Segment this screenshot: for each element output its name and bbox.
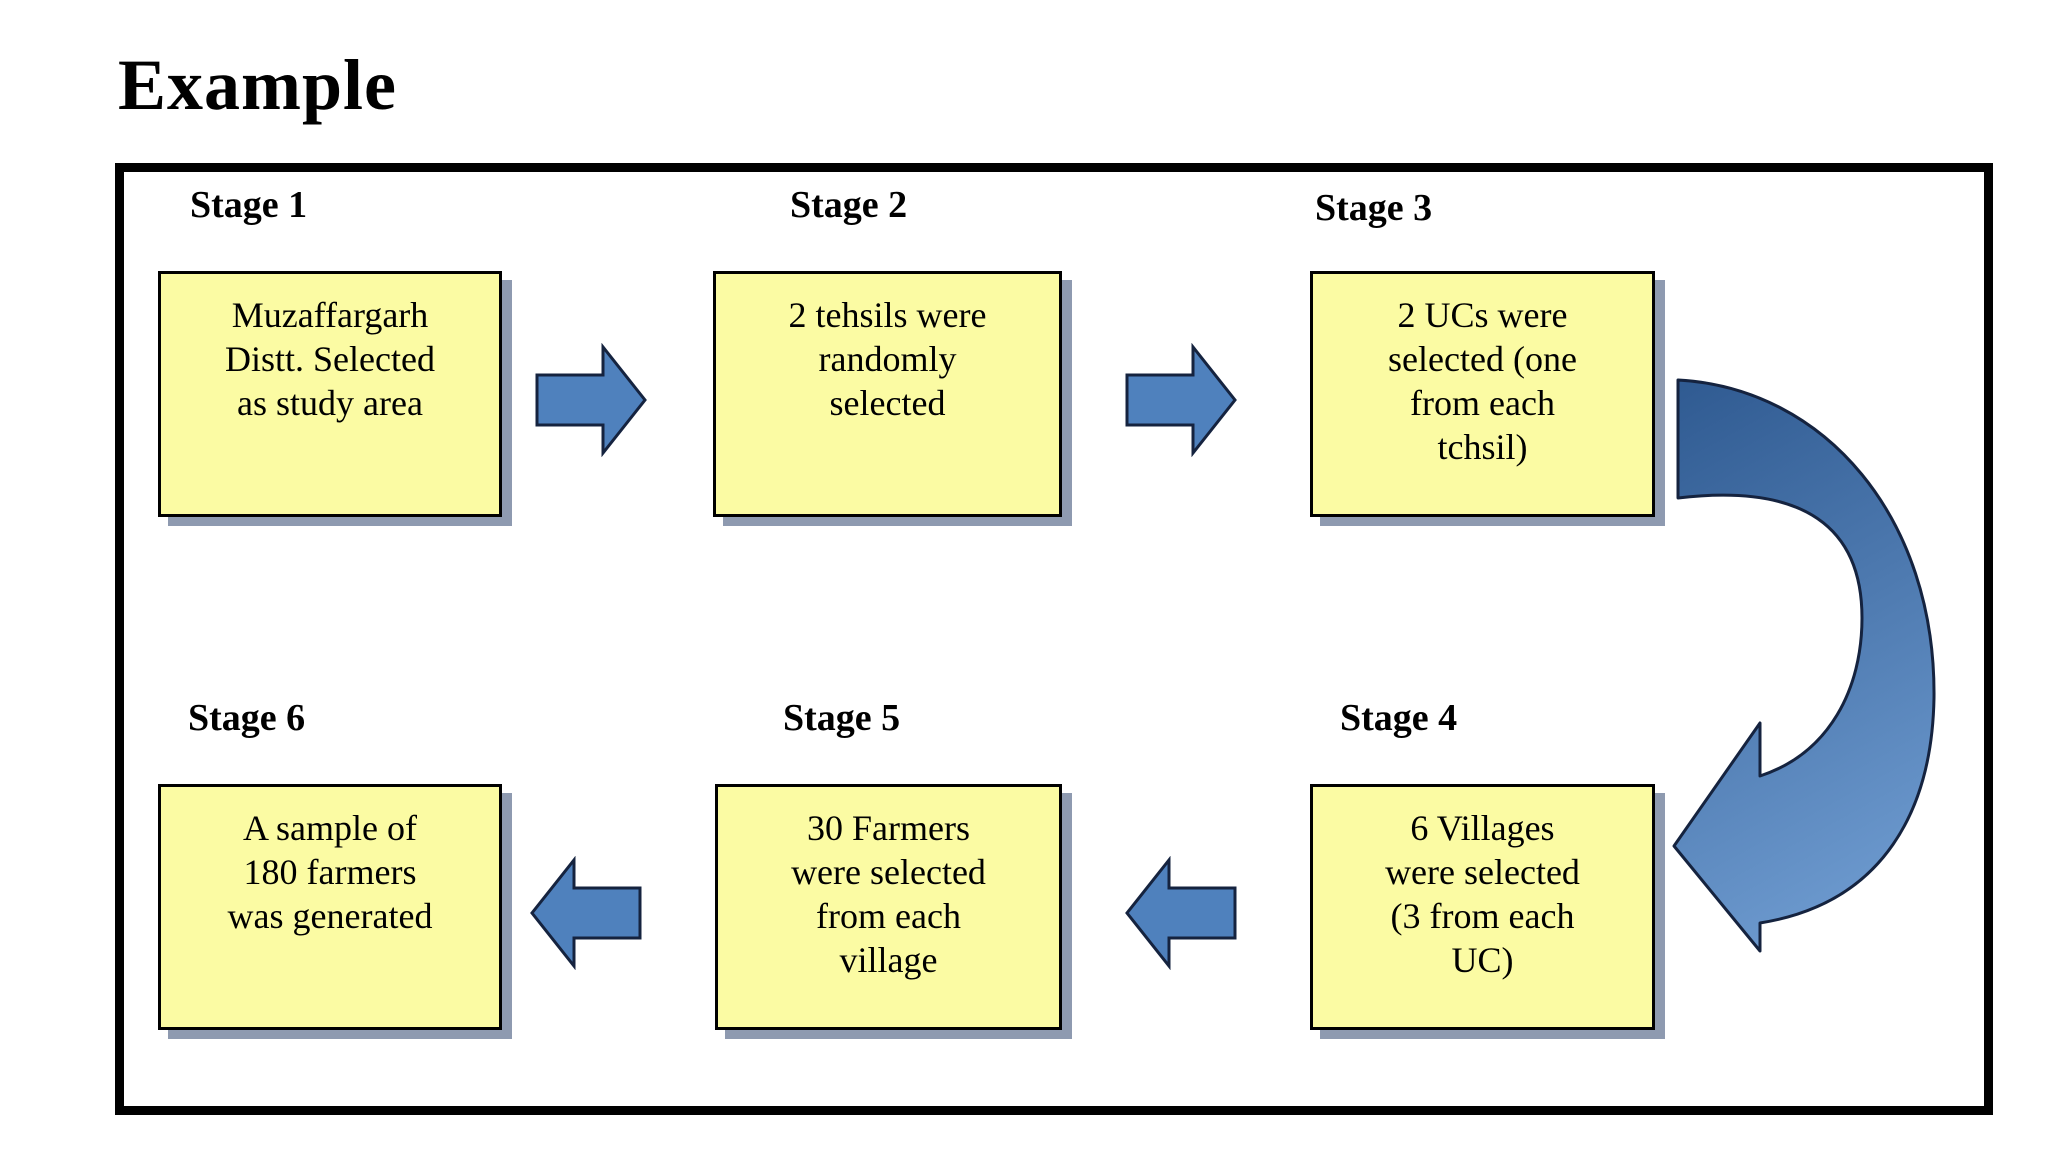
diagram-frame xyxy=(115,163,1993,1115)
stage-6-box: A sample of 180 farmers was generated xyxy=(158,784,502,1030)
stage-1-label: Stage 1 xyxy=(190,184,308,226)
stage-4-box: 6 Villages were selected (3 from each UC… xyxy=(1310,784,1655,1030)
arrow-left-icon xyxy=(1125,856,1237,970)
stage-4-label: Stage 4 xyxy=(1340,697,1458,739)
stage-3-text: 2 UCs were selected (one from each tchsi… xyxy=(1388,295,1577,467)
stage-1-box: Muzaffargarh Distt. Selected as study ar… xyxy=(158,271,502,517)
stage-4-text: 6 Villages were selected (3 from each UC… xyxy=(1385,808,1580,980)
stage-5-box: 30 Farmers were selected from each villa… xyxy=(715,784,1062,1030)
stage-3-label: Stage 3 xyxy=(1315,187,1433,229)
stage-3-box: 2 UCs were selected (one from each tchsi… xyxy=(1310,271,1655,517)
curved-arrow-icon xyxy=(1672,378,1936,953)
arrow-right-icon xyxy=(535,343,647,457)
arrow-left-icon xyxy=(530,856,642,970)
stage-5-label: Stage 5 xyxy=(783,697,901,739)
stage-2-box: 2 tehsils were randomly selected xyxy=(713,271,1062,517)
page-title: Example xyxy=(118,45,398,125)
arrow-right-icon xyxy=(1125,343,1237,457)
stage-2-text: 2 tehsils were randomly selected xyxy=(788,295,987,423)
stage-5-text: 30 Farmers were selected from each villa… xyxy=(791,808,986,980)
stage-6-text: A sample of 180 farmers was generated xyxy=(227,808,433,936)
stage-2-label: Stage 2 xyxy=(790,184,908,226)
stage-6-label: Stage 6 xyxy=(188,697,306,739)
stage-1-text: Muzaffargarh Distt. Selected as study ar… xyxy=(225,295,435,423)
